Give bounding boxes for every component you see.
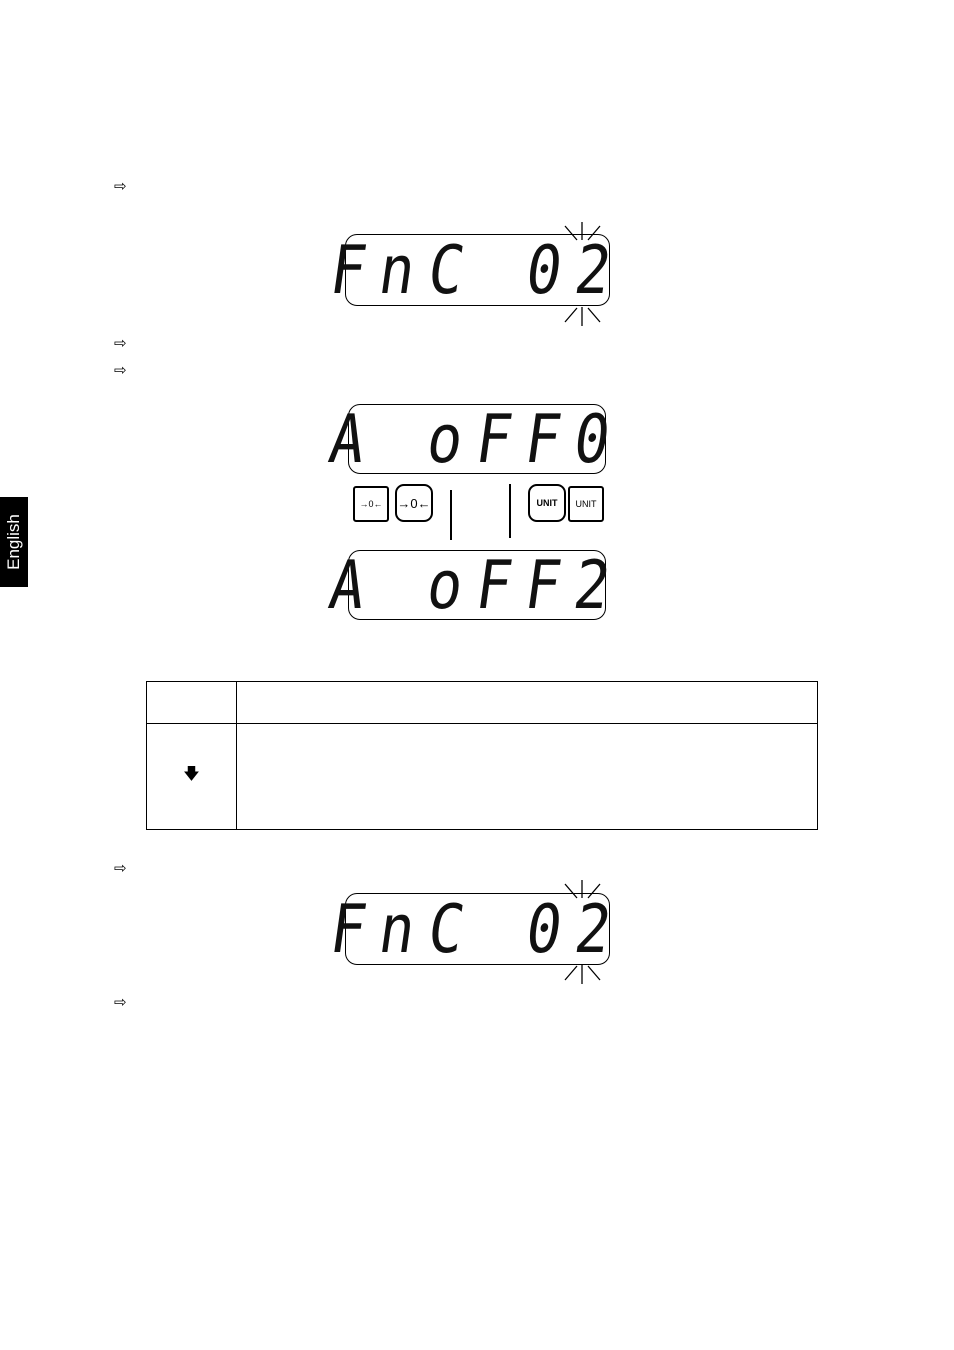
- table-row: 🡇: [146, 723, 818, 830]
- down-arrow-icon: [450, 490, 452, 540]
- language-tab: English: [0, 497, 28, 587]
- display-aoff0: A oFF0: [324, 399, 630, 479]
- zero-key-small[interactable]: →0←: [353, 486, 389, 522]
- key-table: 🡇: [146, 681, 818, 830]
- step-arrow-icon: ⇨: [114, 994, 127, 1011]
- unit-key-large[interactable]: UNIT: [528, 484, 566, 522]
- step-arrow-icon: ⇨: [114, 335, 127, 352]
- display-aoff2: A oFF2: [324, 545, 630, 625]
- table-header-row: [146, 681, 818, 724]
- display-fnc-bottom: FnC 02: [325, 889, 630, 969]
- blink-icon: [564, 222, 601, 326]
- step-arrow-icon: ⇨: [114, 860, 127, 877]
- blink-icon: [564, 880, 601, 984]
- down-arrow-icon: 🡇: [146, 723, 237, 830]
- unit-key-small[interactable]: UNIT: [568, 486, 604, 522]
- display-fnc: FnC 02: [325, 230, 630, 310]
- step-arrow-icon: ⇨: [114, 362, 127, 379]
- zero-key-large[interactable]: →0←: [395, 484, 433, 522]
- step-arrow-icon: ⇨: [114, 178, 127, 195]
- up-arrow-icon: [509, 484, 511, 538]
- language-tab-label: English: [4, 514, 23, 570]
